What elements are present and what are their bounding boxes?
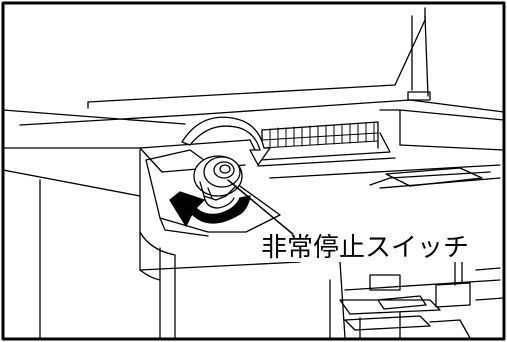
emergency-stop-switch-label: 非常停止スイッチ xyxy=(259,233,472,263)
switch-housing xyxy=(145,149,281,237)
callout-leader-line xyxy=(227,179,301,241)
paper-guide-comb xyxy=(261,121,379,151)
rotate-arrow-outline xyxy=(181,116,271,166)
top-cover xyxy=(87,7,431,109)
emergency-stop-knob xyxy=(193,155,243,209)
machine-top-surface xyxy=(2,99,505,173)
rotate-arrow-filled xyxy=(169,191,251,227)
lower-mechanism xyxy=(329,259,505,339)
inner-cavity xyxy=(249,109,505,201)
front-panel xyxy=(2,147,301,339)
